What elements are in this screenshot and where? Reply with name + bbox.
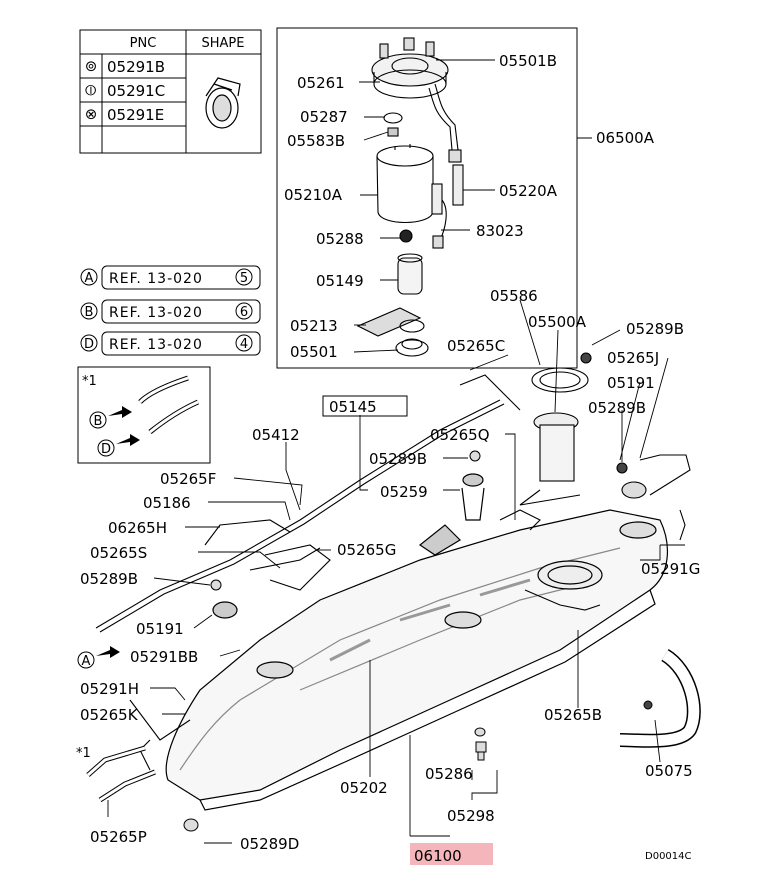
- part-label-highlighted[interactable]: 06100: [414, 847, 462, 865]
- part-label[interactable]: 05412: [252, 426, 300, 444]
- part-label[interactable]: 05265G: [337, 541, 396, 559]
- legend-symbol: ⊚: [85, 57, 98, 75]
- part-label[interactable]: 05265S: [90, 544, 147, 562]
- part-label[interactable]: 05149: [316, 272, 364, 290]
- part-label[interactable]: 05286: [425, 765, 473, 783]
- part-label[interactable]: 05289B: [588, 399, 646, 417]
- ref-num: 5: [240, 271, 248, 286]
- part-label[interactable]: 05287: [300, 108, 348, 126]
- ref-letter: A: [85, 271, 94, 286]
- part-label[interactable]: 05291G: [641, 560, 700, 578]
- part-label[interactable]: 05298: [447, 807, 495, 825]
- part-label[interactable]: 05261: [297, 74, 345, 92]
- part-label[interactable]: 05501B: [499, 52, 557, 70]
- arrow-icon: [96, 646, 120, 658]
- part-label[interactable]: 05145: [329, 398, 377, 416]
- part-label[interactable]: 05213: [290, 317, 338, 335]
- part-labels: 05501B 05261 05287 05583B 05210A 05220A …: [76, 52, 700, 865]
- ref-letter: B: [85, 305, 94, 320]
- part-label[interactable]: 05586: [490, 287, 538, 305]
- part-label[interactable]: 05501: [290, 343, 338, 361]
- part-label[interactable]: 05210A: [284, 186, 343, 204]
- part-label[interactable]: 05289B: [80, 570, 138, 588]
- fuel-tank-drawing: [165, 473, 669, 811]
- part-label[interactable]: 05289D: [240, 835, 299, 853]
- part-label[interactable]: 05288: [316, 230, 364, 248]
- part-label[interactable]: 05289B: [369, 450, 427, 468]
- part-label[interactable]: 05265B: [544, 706, 602, 724]
- note-arrow-d: D: [101, 442, 111, 457]
- part-label[interactable]: 05186: [143, 494, 191, 512]
- part-label[interactable]: 05289B: [626, 320, 684, 338]
- lower-left-hoses: [86, 745, 156, 803]
- ref-letter-a[interactable]: A: [82, 654, 91, 669]
- legend-header-pnc: PNC: [130, 36, 157, 51]
- part-label[interactable]: 05191: [136, 620, 184, 638]
- label-box-05145: [322, 395, 408, 417]
- legend-pnc: 05291E: [107, 106, 164, 124]
- part-label[interactable]: 05291BB: [130, 648, 198, 666]
- ref-box-b[interactable]: B REF. 13-020 6: [80, 299, 261, 324]
- legend-symbol: ⦶: [86, 81, 97, 99]
- ref-num: 6: [240, 305, 248, 320]
- ref-num: 4: [240, 337, 248, 352]
- part-label[interactable]: 05265P: [90, 828, 147, 846]
- part-label[interactable]: 05583B: [287, 132, 345, 150]
- fuel-lines: [95, 374, 691, 771]
- part-label[interactable]: 05220A: [499, 182, 558, 200]
- note-marker: *1: [82, 374, 97, 389]
- part-label[interactable]: 05191: [607, 374, 655, 392]
- legend-table: [79, 29, 262, 154]
- legend-symbol: ⊗: [85, 105, 98, 123]
- note-marker: *1: [76, 746, 91, 761]
- ref-text: REF. 13-020: [109, 337, 203, 353]
- pump-assembly-box: [276, 27, 592, 369]
- part-label[interactable]: 05265F: [160, 470, 216, 488]
- legend-header-shape: SHAPE: [202, 36, 245, 51]
- part-label[interactable]: 83023: [476, 222, 524, 240]
- part-label[interactable]: 05202: [340, 779, 388, 797]
- part-label[interactable]: 05075: [645, 762, 693, 780]
- part-label[interactable]: 05265Q: [430, 426, 490, 444]
- legend-pnc: 05291B: [107, 58, 165, 76]
- tank-pump-module: [519, 352, 647, 506]
- part-label[interactable]: 06265H: [108, 519, 167, 537]
- clamp-shape-icon: [205, 77, 241, 129]
- ref-box-d[interactable]: D REF. 13-020 4: [80, 331, 261, 356]
- filler-hose: [619, 649, 701, 748]
- part-label[interactable]: 05265C: [447, 337, 505, 355]
- note-arrow-b: B: [94, 414, 103, 429]
- part-label[interactable]: 05291H: [80, 680, 139, 698]
- pump-parts-drawing: [356, 37, 464, 357]
- legend-pnc: 05291C: [107, 82, 165, 100]
- ref-box-a[interactable]: A REF. 13-020 5: [80, 265, 261, 290]
- part-label[interactable]: 05265K: [80, 706, 139, 724]
- small-parts: [183, 450, 487, 832]
- ref-letter: D: [84, 337, 94, 352]
- ref-text: REF. 13-020: [109, 271, 203, 287]
- part-label[interactable]: 05265J: [607, 349, 659, 367]
- leader-lines: [107, 59, 685, 844]
- part-label[interactable]: 05259: [380, 483, 428, 501]
- note-detail-box: *1 B D: [77, 366, 211, 464]
- diagram-id: D00014C: [645, 851, 692, 862]
- pump-assembly-label: 06500A: [596, 129, 655, 147]
- ref-text: REF. 13-020: [109, 305, 203, 321]
- highlight-06100: [410, 843, 493, 865]
- part-label[interactable]: 05500A: [528, 313, 587, 331]
